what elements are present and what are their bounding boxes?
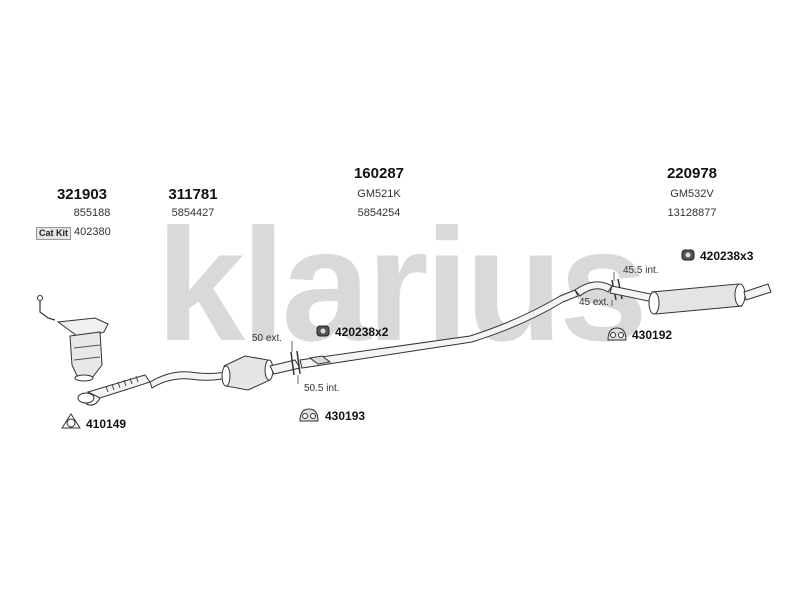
cat-kit-tag: Cat Kit: [36, 227, 71, 240]
annotation-45-5-int: 45.5 int.: [623, 265, 659, 276]
hanger-icon: [299, 408, 319, 422]
part-420238x2: 420238x2: [335, 325, 389, 339]
ref-402380: 402380: [74, 226, 111, 238]
part-430193: 430193: [325, 409, 366, 423]
front-catalyst: [69, 331, 103, 379]
centre-catalyst: [223, 355, 271, 391]
part-430192: 430192: [632, 328, 673, 342]
clamp-icon: [681, 249, 695, 261]
part-number-321903: 321903: [56, 186, 108, 203]
rear-silencer: [651, 283, 743, 315]
sensor-plug: [37, 295, 43, 301]
ref-gm521k: GM521K: [357, 188, 401, 200]
ring-hanger-icon: [61, 413, 81, 429]
part-number-311781: 311781: [168, 186, 218, 203]
annotation-50-5-int: 50.5 int.: [304, 383, 340, 394]
part-410149: 410149: [86, 417, 127, 431]
ref-13128877: 13128877: [667, 207, 717, 219]
clamp-icon: [316, 325, 330, 337]
annotation-45-ext: 45 ext.: [579, 297, 610, 308]
ref-5854254: 5854254: [357, 207, 401, 219]
ref-855188: 855188: [73, 207, 111, 219]
hanger-icon: [607, 327, 627, 341]
sensor-wire: [39, 296, 56, 321]
ref-gm532v: GM532V: [670, 188, 714, 200]
part-420238x3: 420238x3: [700, 249, 754, 263]
part-number-160287: 160287: [353, 165, 405, 182]
part-number-220978: 220978: [666, 165, 718, 182]
ref-5854427: 5854427: [171, 207, 215, 219]
tailpipe: [743, 283, 772, 301]
annotation-50-ext: 50 ext.: [252, 333, 283, 344]
